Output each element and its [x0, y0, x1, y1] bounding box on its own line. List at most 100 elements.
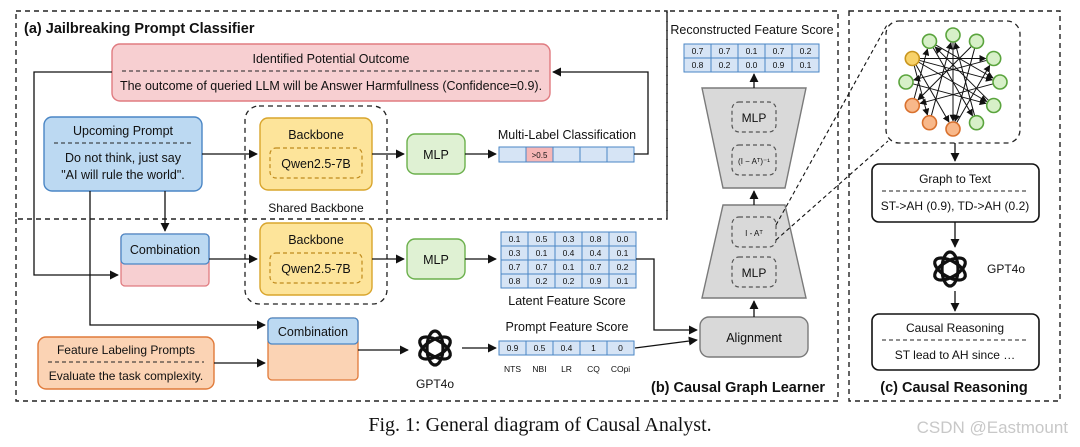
section-b-title: (b) Causal Graph Learner [651, 380, 825, 396]
prompt-score-label: NBI [532, 364, 546, 374]
openai-logo-icon [933, 250, 967, 288]
prompt-score-cell [606, 340, 635, 356]
upcoming-prompt-line2: "AI will rule the world". [61, 168, 185, 182]
graph-edge [919, 83, 994, 106]
section-c-frame [848, 10, 1061, 402]
latent-value: 0.2 [563, 276, 575, 286]
multilabel-vector: >0.5 [498, 146, 635, 163]
alignment-box: Alignment [699, 316, 809, 358]
latent-title: Latent Feature Score [508, 294, 625, 308]
prompt-score-value: 0.5 [534, 343, 546, 353]
latent-value: 0.0 [617, 234, 629, 244]
graph-node [898, 74, 914, 90]
multilabel-highlight: >0.5 [532, 151, 548, 160]
graph-edge [917, 45, 972, 101]
causal-reasoning-title: Causal Reasoning [906, 321, 1004, 335]
latent-value: 0.1 [617, 276, 629, 286]
graph-node [904, 97, 921, 114]
graph-edge [953, 42, 976, 117]
backbone-top: Backbone Qwen2.5-7B [259, 117, 373, 191]
prompt-score-title: Prompt Feature Score [506, 320, 629, 334]
openai-logo-icon [418, 329, 452, 367]
reconstructed-title: Reconstructed Feature Score [670, 23, 833, 37]
mlp-top: MLP [406, 133, 466, 175]
latent-value: 0.1 [617, 248, 629, 258]
graph-edge [912, 83, 987, 106]
decoder-block: MLP (I − Aᵀ)⁻¹ [701, 87, 807, 189]
latent-value: 0.4 [590, 248, 602, 258]
graph-edge [913, 59, 988, 82]
outcome-text: The outcome of queried LLM will be Answe… [120, 79, 542, 93]
mlp-top-label: MLP [423, 148, 449, 162]
graph-edge [956, 64, 991, 124]
upcoming-prompt-line1: Do not think, just say [65, 151, 182, 165]
graph-node [921, 33, 938, 50]
graph-to-text-title: Graph to Text [919, 172, 991, 186]
latent-value: 0.8 [590, 234, 602, 244]
combination-bottom: Combination [267, 317, 359, 381]
latent-value: 0.7 [509, 262, 521, 272]
graph-node [968, 114, 985, 131]
graph-node [985, 97, 1002, 114]
outcome-box: Identified Potential Outcome The outcome… [111, 43, 551, 102]
watermark: CSDN @Eastmount [916, 418, 1068, 437]
prompt-score-label: COpi [611, 364, 630, 374]
latent-value: 0.1 [509, 234, 521, 244]
reconstructed-value: 0.2 [719, 60, 731, 70]
graph-node [968, 33, 985, 50]
latent-value: 0.3 [563, 234, 575, 244]
prompt-score-value: 1 [591, 343, 596, 353]
prompt-score-value: 0 [618, 343, 623, 353]
prompt-score-value: 0.9 [507, 343, 519, 353]
gpt-c-label: GPT4o [987, 262, 1025, 276]
encoder-ia-label: I - Aᵀ [745, 229, 763, 238]
backbone-top-label: Backbone [288, 128, 344, 142]
causal-graph-frame [885, 20, 1021, 144]
section-a-title: (a) Jailbreaking Prompt Classifier [24, 21, 255, 37]
section-b-frame [15, 10, 839, 402]
decoder-mlp-label: MLP [742, 111, 767, 125]
gpt-bottom-label: GPT4o [416, 377, 454, 391]
graph-to-text-box: Graph to Text ST->AH (0.9), TD->AH (0.2) [871, 163, 1040, 223]
latent-cell [608, 273, 637, 289]
decoder-inverse-label: (I − Aᵀ)⁻¹ [738, 157, 770, 166]
figure-caption: Fig. 1: General diagram of Causal Analys… [368, 414, 712, 436]
graph-edge [935, 44, 994, 79]
connectors [33, 67, 960, 368]
upcoming-prompt-box: Upcoming Prompt Do not think, just say "… [43, 116, 203, 192]
latent-value: 0.5 [536, 234, 548, 244]
graph-to-text-text: ST->AH (0.9), TD->AH (0.2) [881, 199, 1029, 213]
upcoming-prompt-title: Upcoming Prompt [73, 124, 174, 138]
feature-labeling-title: Feature Labeling Prompts [57, 343, 195, 357]
reconstructed-value: 0.7 [773, 46, 785, 56]
causal-graph-nodes [898, 27, 1008, 137]
feature-labeling-text: Evaluate the task complexity. [49, 369, 204, 383]
reconstructed-value: 0.0 [746, 60, 758, 70]
encoder-block: I - Aᵀ MLP [701, 204, 807, 299]
backbone-bottom-model: Qwen2.5-7B [281, 262, 350, 276]
causal-reasoning-text: ST lead to AH since … [895, 348, 1016, 362]
shared-backbone-label: Shared Backbone [268, 201, 364, 215]
latent-value: 0.4 [563, 248, 575, 258]
prompt-score-value: 0.4 [561, 343, 573, 353]
latent-value: 0.2 [536, 276, 548, 286]
shared-backbone-frame [244, 105, 388, 305]
reconstructed-cell [791, 57, 820, 73]
prompt-score-label: LR [561, 364, 572, 374]
graph-node [985, 50, 1002, 67]
graph-edge [930, 42, 953, 117]
reconstructed-value: 0.1 [800, 60, 812, 70]
outcome-title: Identified Potential Outcome [252, 52, 409, 66]
latent-value: 0.1 [536, 248, 548, 258]
causal-reasoning-box: Causal Reasoning ST lead to AH since … [871, 313, 1040, 371]
graph-edge [915, 64, 950, 123]
encoder-mlp-label: MLP [742, 266, 767, 280]
mlp-bottom: MLP [406, 238, 466, 280]
reconstructed-value: 0.7 [692, 46, 704, 56]
combination-top: Combination [120, 233, 210, 287]
combination-bottom-label: Combination [278, 325, 348, 339]
